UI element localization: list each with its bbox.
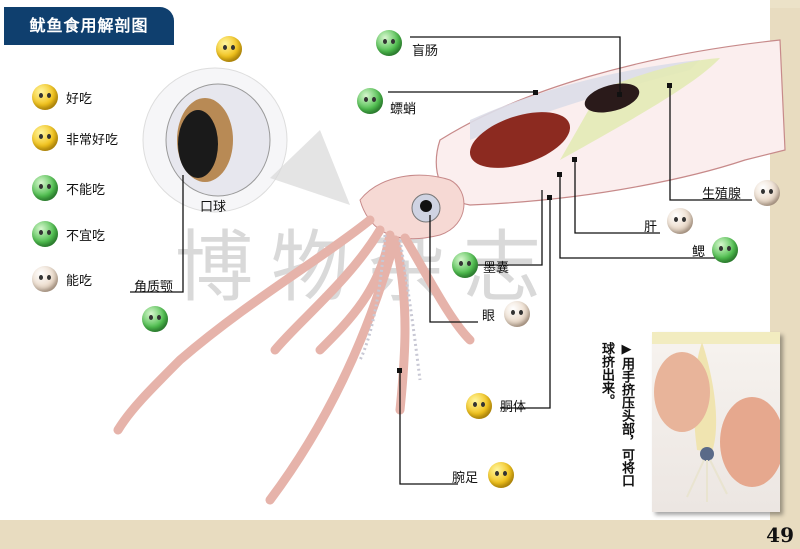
green-dizzy-emoji-icon (32, 221, 58, 247)
tip-text-column-1: ▶用手挤压头部，可将口 (619, 342, 634, 487)
page-number: 49 (766, 523, 794, 547)
gonad-rating-icon (754, 180, 780, 206)
beak-rating-icon (142, 306, 168, 332)
arms-rating-icon (488, 462, 514, 488)
tip-text-column-2: 球挤出来。 (599, 342, 614, 407)
part-label-gill: 鳃 (692, 245, 706, 260)
part-label-cecum: 盲肠 (412, 44, 439, 59)
part-label-nidamental: 螵蛸 (390, 102, 417, 117)
nidamental-rating-icon (357, 88, 383, 114)
mouth-rating-icon (216, 36, 242, 62)
legend-item-edible: 能吃 (32, 266, 92, 292)
part-label-liver: 肝 (644, 220, 658, 235)
gill-rating-icon (712, 237, 738, 263)
green-sick-emoji-icon (32, 175, 58, 201)
part-label-body: 胴体 (500, 400, 527, 415)
body-rating-icon (466, 393, 492, 419)
ink-sac-rating-icon (452, 252, 478, 278)
part-label-ink-sac: 墨囊 (483, 261, 510, 276)
eye-rating-icon (504, 301, 530, 327)
legend-item-not-recommended: 不宜吃 (32, 221, 105, 247)
yellow-wink-emoji-icon (32, 84, 58, 110)
liver-rating-icon (667, 208, 693, 234)
part-label-beak: 角质颚 (134, 280, 174, 295)
part-label-mouth: 口球 (200, 200, 227, 215)
cecum-rating-icon (376, 30, 402, 56)
part-label-eye: 眼 (482, 309, 496, 324)
part-label-gonad: 生殖腺 (702, 187, 742, 202)
play-marker-icon: ▶ (619, 342, 634, 357)
beige-worried-emoji-icon (32, 266, 58, 292)
squeezing-squid-photo (652, 332, 780, 512)
legend-item-inedible: 不能吃 (32, 175, 105, 201)
part-label-arms: 腕足 (452, 471, 479, 486)
yellow-heart-eyes-emoji-icon (32, 125, 58, 151)
legend-item-good: 好吃 (32, 84, 92, 110)
legend-item-very-good: 非常好吃 (32, 125, 118, 151)
page-title: 鱿鱼食用解剖图 (4, 7, 174, 45)
